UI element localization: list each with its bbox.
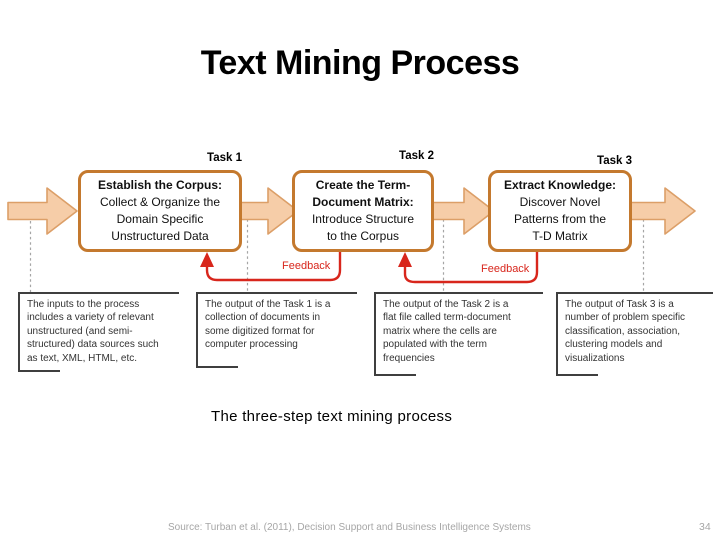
callout-task2-output: The output of the Task 2 is a flat file …	[374, 292, 543, 376]
task-3-label: Task 3	[597, 155, 632, 167]
callout-task3-output: The output of Task 3 is a number of prob…	[556, 292, 713, 376]
feedback-loop-1	[205, 250, 342, 282]
flow-arrow-task2-task3	[431, 187, 495, 235]
flow-arrow-task1-task2	[239, 187, 299, 235]
page-number: 34	[699, 521, 711, 533]
task-1-label: Task 1	[207, 152, 242, 164]
slide-title: Text Mining Process	[200, 44, 520, 82]
flow-arrow-exit	[629, 187, 696, 235]
feedback-arrowhead-2	[398, 252, 412, 267]
feedback-label-1: Feedback	[282, 260, 331, 272]
callout-inputs: The inputs to the process includes a var…	[18, 292, 179, 372]
callout-task1-output: The output of the Task 1 is a collection…	[196, 292, 357, 368]
task-3-body: Discover Novel Patterns from the T-D Mat…	[513, 195, 607, 243]
task-2-body: Introduce Structure to the Corpus	[311, 212, 415, 243]
task-1-title: Establish the Corpus:	[97, 178, 222, 192]
task-2-box: Create the Term- Document Matrix: Introd…	[292, 170, 434, 252]
task-1-box: Establish the Corpus: Collect & Organize…	[78, 170, 242, 252]
task-3-box: Extract Knowledge: Discover Novel Patter…	[488, 170, 632, 252]
feedback-arrowhead-1	[200, 252, 214, 267]
diagram-caption: The three-step text mining process	[211, 408, 453, 425]
flow-arrow-entry	[7, 187, 78, 235]
task-2-label: Task 2	[399, 150, 434, 162]
task-1-body: Collect & Organize the Domain Specific U…	[99, 195, 221, 243]
feedback-label-2: Feedback	[481, 263, 530, 275]
footer-source: Source: Turban et al. (2011), Decision S…	[168, 522, 531, 533]
feedback-loop-2	[403, 250, 539, 284]
task-2-title: Create the Term- Document Matrix:	[312, 178, 414, 209]
task-3-title: Extract Knowledge:	[503, 178, 617, 192]
